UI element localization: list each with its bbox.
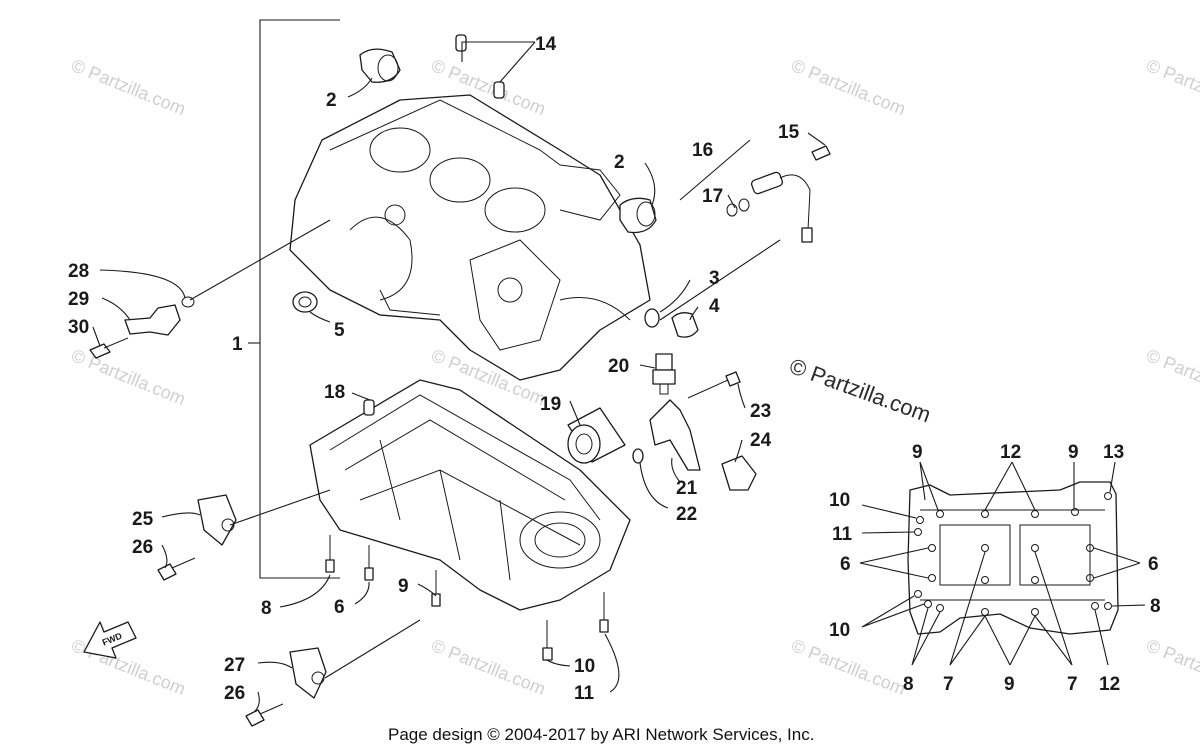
callout-14: 14 <box>535 34 557 55</box>
callout-16: 16 <box>692 140 713 161</box>
watermark-text: © Partzilla.com <box>69 55 189 119</box>
callout-2: 2 <box>326 90 337 111</box>
callout-11: 11 <box>574 683 595 704</box>
pipe-fitting-part <box>124 296 195 336</box>
callout-30: 30 <box>68 317 89 338</box>
bushing-part <box>359 48 401 83</box>
bushing-part <box>619 197 657 234</box>
callout-25: 25 <box>132 509 154 530</box>
bolt-part <box>325 535 335 573</box>
o-ring-part <box>644 308 660 328</box>
bolt-part <box>542 620 553 661</box>
callout-6: 6 <box>1148 554 1159 575</box>
callout-5: 5 <box>334 320 345 341</box>
sensor-part <box>726 145 831 243</box>
callout-10: 10 <box>829 490 850 511</box>
callout-6: 6 <box>840 554 851 575</box>
callout-28: 28 <box>68 261 89 282</box>
bracket-part <box>289 647 327 699</box>
watermark-text: © Partzilla.com <box>69 345 189 409</box>
callout-2: 2 <box>614 152 625 173</box>
callout-1: 1 <box>232 334 243 355</box>
callout-18: 18 <box>324 382 345 403</box>
callout-12: 12 <box>1099 674 1120 695</box>
inset-callout-labels: 9 12 9 13 10 11 6 6 10 8 8 7 9 7 12 <box>829 442 1161 695</box>
bolt-part <box>687 371 741 399</box>
copyright-text: © Partzilla.com <box>786 353 934 427</box>
page-footer: Page design © 2004-2017 by ARI Network S… <box>388 725 814 744</box>
bolt-part <box>364 545 374 581</box>
callout-10: 10 <box>574 656 595 677</box>
callout-9: 9 <box>1004 674 1015 695</box>
callout-4: 4 <box>709 296 720 317</box>
bolt-holes <box>914 492 1112 616</box>
bracket-part <box>197 494 237 546</box>
watermark-text: © Partzilla.com <box>789 635 909 699</box>
bolt-part <box>599 592 609 633</box>
callout-23: 23 <box>750 401 771 422</box>
callout-27: 27 <box>224 655 245 676</box>
callout-17: 17 <box>702 186 723 207</box>
callout-13: 13 <box>1103 442 1124 463</box>
callout-9: 9 <box>398 576 409 597</box>
fwd-arrow-icon: FWD <box>83 621 137 659</box>
pressure-switch-part <box>652 353 676 395</box>
callout-6: 6 <box>334 597 345 618</box>
cap-part <box>671 312 699 338</box>
adapter-part <box>649 399 701 471</box>
callout-19: 19 <box>540 394 561 415</box>
watermark-text: © Partzilla.com <box>69 635 189 699</box>
callout-labels: 1 2 2 14 3 4 5 15 16 17 28 29 30 18 19 2… <box>68 34 800 704</box>
leader-lines <box>92 41 826 713</box>
callout-9: 9 <box>912 442 923 463</box>
watermark-text: © Partzilla.com <box>789 55 909 119</box>
dowel-pin <box>493 81 505 99</box>
o-ring-part <box>632 448 644 464</box>
callout-7: 7 <box>943 674 954 695</box>
callout-22: 22 <box>676 504 697 525</box>
upper-crankcase <box>289 94 651 381</box>
callout-11: 11 <box>832 524 853 545</box>
callout-9: 9 <box>1068 442 1079 463</box>
bolt-part <box>157 557 196 581</box>
callout-26: 26 <box>224 683 245 704</box>
callout-8: 8 <box>1150 596 1161 617</box>
bolt-part <box>431 570 441 607</box>
callout-20: 20 <box>608 356 629 377</box>
callout-7: 7 <box>1067 674 1078 695</box>
watermark-text: © Partzilla.com <box>429 635 549 699</box>
assembly-bracket <box>259 19 340 579</box>
callout-24: 24 <box>750 430 772 451</box>
temp-sensor-part <box>721 455 757 491</box>
plug-part <box>292 291 318 313</box>
screw-part <box>89 337 129 359</box>
inset-bolt-pattern <box>859 461 1146 666</box>
dowel-pin <box>455 34 467 52</box>
callout-10: 10 <box>829 620 850 641</box>
watermark-text: © Partzilla.com <box>1144 55 1200 119</box>
callout-3: 3 <box>709 268 720 289</box>
callout-29: 29 <box>68 289 89 310</box>
watermark-text: © Partzilla.com <box>1144 345 1200 409</box>
lower-crankcase <box>309 379 631 611</box>
oil-filter-part <box>567 407 626 464</box>
bolt-part <box>245 703 284 727</box>
dowel-pin <box>363 399 375 416</box>
callout-26: 26 <box>132 537 153 558</box>
callout-8: 8 <box>903 674 914 695</box>
callout-15: 15 <box>778 122 800 143</box>
watermark-text: © Partzilla.com <box>1144 635 1200 699</box>
callout-8: 8 <box>261 598 272 619</box>
callout-21: 21 <box>676 478 698 499</box>
callout-12: 12 <box>1000 442 1021 463</box>
